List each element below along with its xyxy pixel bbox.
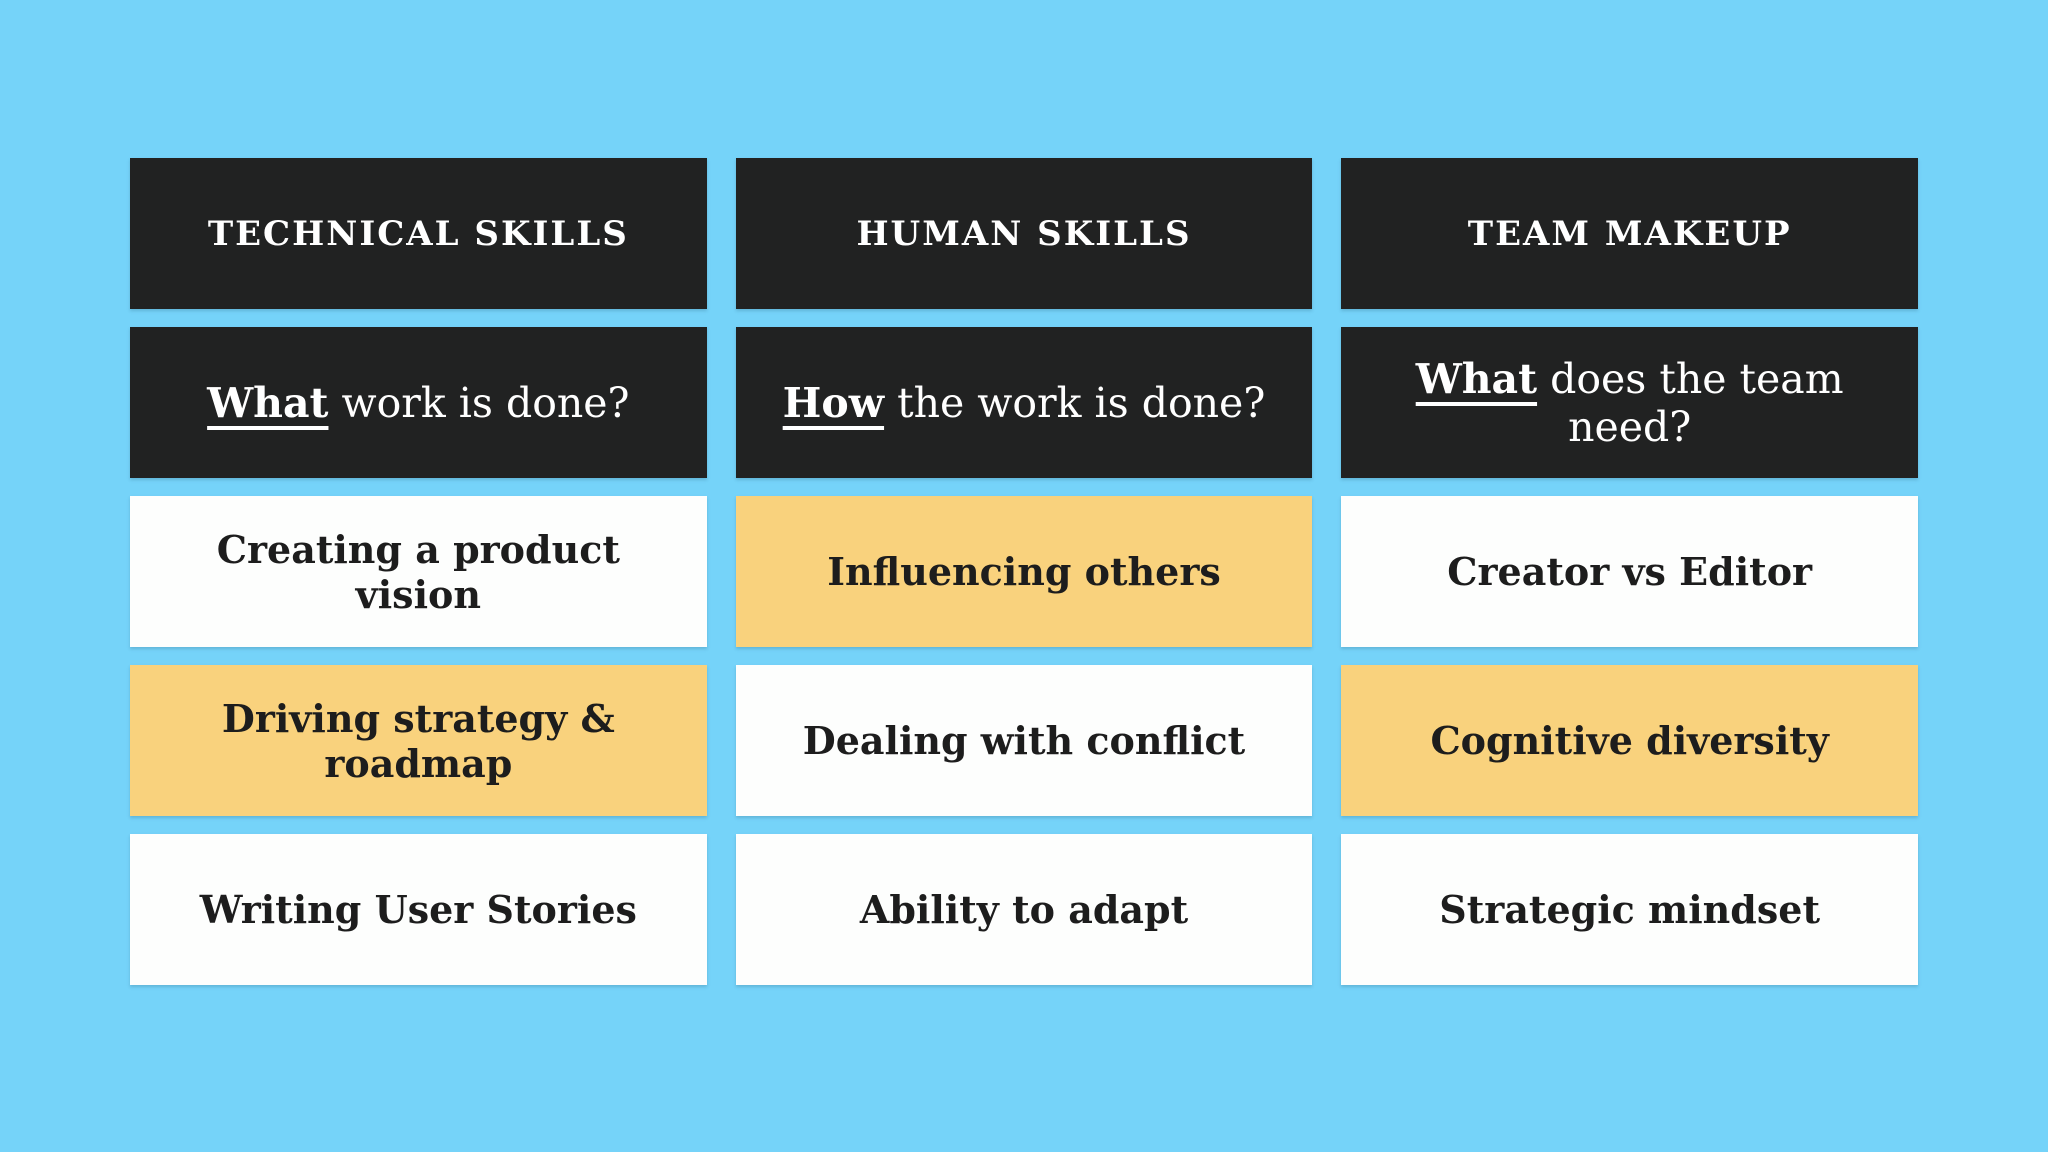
column-header-label: TEAM MAKEUP <box>1467 213 1792 254</box>
skill-cell-influencing-others: Influencing others <box>735 496 1313 647</box>
skill-cell-cognitive-diversity: Cognitive diversity <box>1341 665 1918 816</box>
skill-label: Cognitive diversity <box>1430 718 1829 763</box>
skill-label: Driving strategy & roadmap <box>221 695 615 786</box>
question-technical-skills: What work is done? <box>130 327 707 478</box>
skill-cell-ability-to-adapt: Ability to adapt <box>735 834 1313 985</box>
question-rest: work is done? <box>328 378 630 427</box>
column-header-human-skills: HUMAN SKILLS <box>735 158 1313 309</box>
question-team-makeup: What does the team need? <box>1341 327 1918 478</box>
column-header-technical-skills: TECHNICAL SKILLS <box>130 158 707 309</box>
skill-label: Influencing others <box>827 549 1221 594</box>
skill-cell-strategic-mindset: Strategic mindset <box>1341 834 1918 985</box>
skill-cell-creator-vs-editor: Creator vs Editor <box>1341 496 1918 647</box>
skill-cell-writing-user-stories: Writing User Stories <box>130 834 707 985</box>
skill-cell-dealing-with-conflict: Dealing with conflict <box>735 665 1313 816</box>
skill-label: Dealing with conflict <box>802 718 1246 763</box>
skill-label: Creator vs Editor <box>1447 549 1813 594</box>
skill-label: Ability to adapt <box>859 887 1189 932</box>
column-header-label: HUMAN SKILLS <box>856 213 1192 254</box>
column-header-team-makeup: TEAM MAKEUP <box>1341 158 1918 309</box>
skill-label: Creating a product vision <box>216 526 620 617</box>
skill-cell-driving-strategy-roadmap: Driving strategy & roadmap <box>130 665 707 816</box>
skill-cell-creating-a-product-vision: Creating a product vision <box>130 496 707 647</box>
question-emphasis: How <box>782 378 885 427</box>
skill-label: Strategic mindset <box>1439 887 1821 932</box>
question-rest: does the team need? <box>1537 354 1857 451</box>
question-rest: the work is done? <box>884 378 1266 427</box>
column-header-label: TECHNICAL SKILLS <box>207 213 629 254</box>
question-emphasis: What <box>1415 354 1538 403</box>
question-emphasis: What <box>207 378 329 427</box>
question-human-skills: How the work is done? <box>735 327 1313 478</box>
skills-comparison-grid: TECHNICAL SKILLS What work is done? Crea… <box>130 158 1918 985</box>
skill-label: Writing User Stories <box>199 887 637 932</box>
